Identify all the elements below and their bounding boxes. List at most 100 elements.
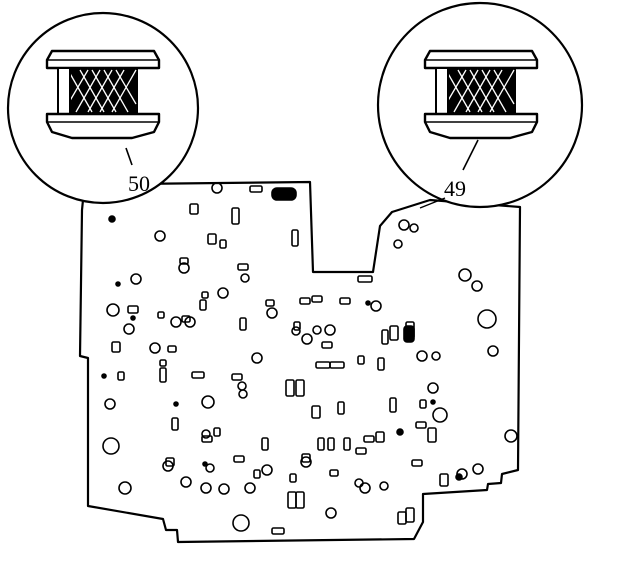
valve-slot bbox=[189, 203, 199, 215]
valve-hole bbox=[244, 482, 256, 494]
valve-slot bbox=[337, 401, 345, 415]
valve-slot bbox=[411, 459, 423, 467]
valve-slot bbox=[381, 329, 389, 345]
valve-slot bbox=[179, 257, 189, 265]
valve-hole bbox=[261, 464, 273, 476]
valve-slot bbox=[201, 291, 209, 299]
valve-slot bbox=[295, 379, 305, 397]
valve-slot bbox=[311, 295, 323, 303]
valve-hole bbox=[106, 303, 120, 317]
valve-slot bbox=[181, 315, 191, 323]
valve-slot bbox=[343, 437, 351, 451]
valve-slot bbox=[329, 361, 345, 369]
valve-hole bbox=[201, 395, 215, 409]
valve-slot bbox=[291, 229, 299, 247]
valve-hole bbox=[431, 351, 441, 361]
valve-hole bbox=[211, 182, 223, 194]
valve-hole bbox=[359, 482, 371, 494]
valve-hole bbox=[123, 323, 135, 335]
valve-slot bbox=[159, 367, 167, 383]
valve-slot bbox=[405, 507, 415, 523]
valve-slot bbox=[199, 299, 207, 311]
valve-slot bbox=[127, 305, 139, 314]
valve-hole bbox=[379, 481, 389, 491]
valve-hole bbox=[325, 507, 337, 519]
valve-hole bbox=[130, 273, 142, 285]
valve-slot bbox=[299, 297, 311, 305]
valve-hole bbox=[398, 219, 410, 231]
valve-hole bbox=[427, 382, 439, 394]
valve-dot bbox=[108, 215, 116, 223]
valve-slot bbox=[207, 233, 217, 245]
valve-dot bbox=[365, 300, 371, 306]
valve-hole bbox=[178, 262, 190, 274]
valve-hole bbox=[238, 389, 248, 399]
valve-slot bbox=[171, 417, 179, 431]
valve-slot bbox=[165, 457, 175, 467]
valve-slot bbox=[191, 371, 205, 379]
valve-slot bbox=[167, 345, 177, 353]
valve-hole bbox=[312, 325, 322, 335]
valve-slot bbox=[231, 373, 243, 381]
valve-hole bbox=[201, 429, 211, 439]
valve-hole bbox=[370, 300, 382, 312]
valve-slot bbox=[329, 469, 339, 477]
valve-slot bbox=[377, 357, 385, 371]
valve-slot bbox=[317, 437, 325, 451]
valve-slot bbox=[295, 491, 305, 509]
callout-50-label: 50 bbox=[128, 171, 150, 196]
valve-slot bbox=[159, 359, 167, 367]
valve-slot bbox=[375, 431, 385, 443]
valve-hole bbox=[472, 463, 484, 475]
callout-50: 50 bbox=[6, 11, 200, 205]
filter-element-icon bbox=[423, 49, 539, 140]
valve-slot bbox=[439, 473, 449, 487]
valve-dot bbox=[115, 281, 121, 287]
valve-slot bbox=[285, 379, 295, 397]
valve-slot bbox=[327, 437, 335, 451]
valve-slot bbox=[357, 275, 373, 283]
valve-dot bbox=[173, 401, 179, 407]
valve-hole bbox=[217, 287, 229, 299]
valve-slot bbox=[201, 435, 213, 443]
valve-slot bbox=[157, 311, 165, 319]
valve-hole bbox=[251, 352, 263, 364]
valve-slot bbox=[249, 185, 263, 193]
valve-hole bbox=[393, 239, 403, 249]
valve-slot bbox=[117, 371, 125, 381]
valve-slot bbox=[219, 239, 227, 249]
valve-slot bbox=[339, 297, 351, 305]
valve-slot bbox=[363, 435, 375, 443]
valve-hole bbox=[154, 230, 166, 242]
valve-dot bbox=[430, 399, 436, 405]
callout-49: 49 bbox=[376, 1, 584, 209]
valve-slot bbox=[389, 325, 399, 341]
valve-slot bbox=[355, 447, 367, 455]
valve-hole bbox=[240, 273, 250, 283]
valve-dot bbox=[130, 315, 136, 321]
valve-slot bbox=[415, 421, 427, 429]
valve-slot bbox=[239, 317, 247, 331]
valve-slot bbox=[265, 299, 275, 307]
valve-slot bbox=[231, 207, 240, 225]
valve-hole bbox=[477, 309, 497, 329]
valve-hole bbox=[300, 456, 312, 468]
valve-dot bbox=[101, 373, 107, 379]
valve-body-plate bbox=[78, 180, 522, 544]
valve-dot bbox=[202, 461, 208, 467]
valve-slot bbox=[237, 263, 249, 271]
callout-49-label: 49 bbox=[444, 176, 466, 201]
valve-slot bbox=[427, 427, 437, 443]
valve-hole bbox=[104, 398, 116, 410]
valve-hole bbox=[232, 514, 250, 532]
valve-hole bbox=[324, 324, 336, 336]
valve-hole bbox=[409, 223, 419, 233]
valve-hole bbox=[180, 476, 192, 488]
valve-screen-detail bbox=[403, 325, 415, 343]
valve-hole bbox=[266, 307, 278, 319]
valve-hole bbox=[504, 429, 518, 443]
valve-slot bbox=[293, 321, 301, 331]
valve-hole bbox=[432, 407, 448, 423]
